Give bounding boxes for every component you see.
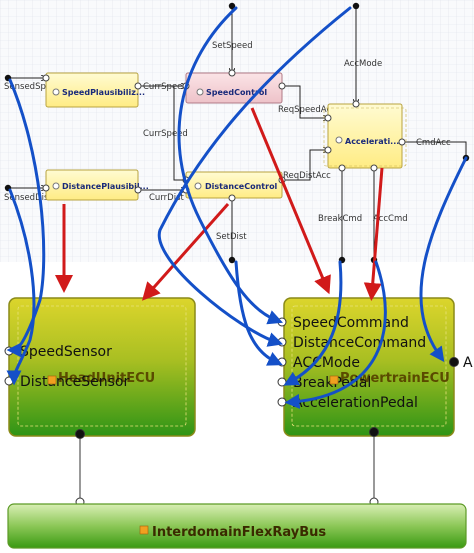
blue-arrow bbox=[234, 260, 283, 366]
wire-endpoints bbox=[4, 2, 470, 264]
signal-label: CmdAcc bbox=[416, 138, 451, 148]
gear-icon bbox=[52, 88, 60, 96]
bus-title: InterdomainFlexRayBus bbox=[152, 525, 326, 540]
function-block-distance-control[interactable]: DistanceControl bbox=[185, 171, 283, 199]
red-arrow bbox=[363, 167, 384, 301]
blue-arrow bbox=[284, 260, 387, 409]
gear-icon bbox=[335, 136, 343, 144]
function-block-label: Accelerati... bbox=[345, 137, 399, 146]
function-block-label: DistanceControl bbox=[205, 182, 278, 191]
function-block-label: SpeedControl bbox=[206, 88, 267, 97]
port-label-distance-command: DistanceCommand bbox=[293, 335, 426, 351]
red-allocation-arrows bbox=[55, 107, 384, 301]
signal-label: ReqSpeedAcc bbox=[278, 105, 336, 115]
blue-arrow bbox=[6, 78, 46, 358]
function-block-speed-plausibility[interactable]: SpeedPlausibiliz... bbox=[45, 72, 145, 108]
ecu-icon bbox=[329, 375, 339, 385]
signal-label: SensedDist bbox=[4, 193, 52, 203]
gear-icon bbox=[196, 88, 204, 96]
function-block-speed-control[interactable]: SpeedControl bbox=[185, 72, 283, 104]
gear-icon bbox=[194, 182, 202, 190]
head-unit-ecu[interactable]: HeadUnitECU bbox=[8, 297, 196, 437]
function-block-acceleration[interactable]: Accelerati... bbox=[323, 103, 407, 169]
signal-wires bbox=[8, 6, 467, 262]
signal-label: AccMode bbox=[344, 59, 382, 69]
function-block-label: SpeedPlausibiliz... bbox=[62, 88, 145, 97]
signal-label: AccCmd bbox=[373, 214, 408, 224]
ecu-icon bbox=[47, 375, 57, 385]
interdomain-flexray-bus[interactable]: InterdomainFlexRayBus bbox=[7, 503, 467, 549]
blue-arrow bbox=[157, 6, 352, 347]
signal-label: SetSpeed bbox=[212, 41, 253, 51]
port-label-right: A bbox=[463, 355, 473, 371]
port-label-acceleration-pedal: AccelerationPedal bbox=[293, 395, 418, 411]
signal-label: SetDist bbox=[216, 232, 247, 242]
bus-connectors bbox=[79, 436, 375, 498]
function-block-distance-plausibility[interactable]: DistancePlausibil... bbox=[45, 169, 149, 201]
blue-mapping-arrows bbox=[6, 6, 468, 409]
signal-label: CurrDist bbox=[149, 193, 184, 203]
ecu-title: PowertrainECU bbox=[340, 371, 450, 386]
port-label-acc-mode: ACCMode bbox=[293, 355, 360, 371]
red-arrow bbox=[250, 107, 331, 295]
port-label-distance-sensor: DistanceSensor bbox=[20, 374, 129, 390]
signal-label: BreakCmd bbox=[318, 214, 362, 224]
port-label-speed-command: SpeedCommand bbox=[293, 315, 409, 331]
signal-label: CurrSpeed bbox=[143, 82, 188, 92]
red-arrow bbox=[142, 203, 230, 301]
blue-arrow bbox=[283, 260, 343, 386]
blue-arrow bbox=[419, 156, 468, 363]
blue-arrow bbox=[6, 188, 36, 386]
gear-icon bbox=[52, 182, 60, 190]
ecu-title: HeadUnitECU bbox=[58, 371, 155, 386]
port-label-speed-sensor: SpeedSensor bbox=[20, 344, 112, 360]
function-block-label: DistancePlausibil... bbox=[62, 182, 149, 191]
signal-label: SensedSpeed bbox=[4, 82, 62, 92]
signal-label: CurrSpeed bbox=[143, 129, 188, 139]
signal-label: ReqDistAcc bbox=[283, 171, 331, 181]
blue-arrow bbox=[177, 6, 283, 325]
bus-icon bbox=[139, 525, 149, 535]
